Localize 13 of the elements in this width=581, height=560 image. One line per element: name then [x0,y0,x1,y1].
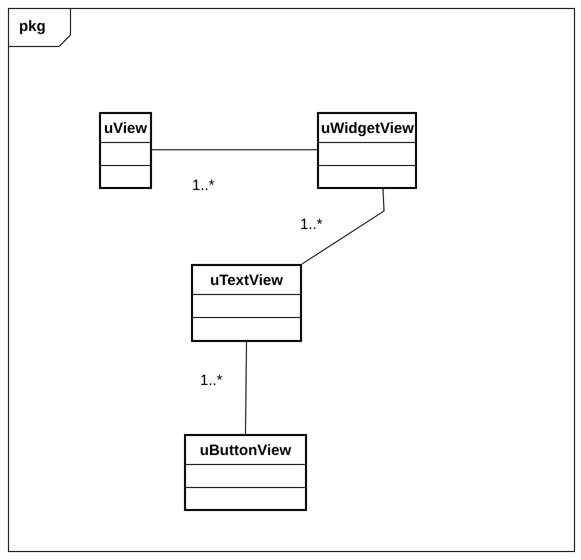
class-box [99,112,152,189]
class-box [317,112,417,189]
class-box [191,264,302,342]
class-name: uWidgetView [319,114,415,143]
class-name: uTextView [193,266,300,295]
class-name: uButtonView [186,436,305,465]
association-line [245,342,247,434]
class-box [184,434,307,511]
association-line [152,149,318,150]
association-line [302,188,385,264]
package-name: pkg [19,18,46,35]
class-name: uView [101,114,150,143]
package-frame [8,8,575,552]
